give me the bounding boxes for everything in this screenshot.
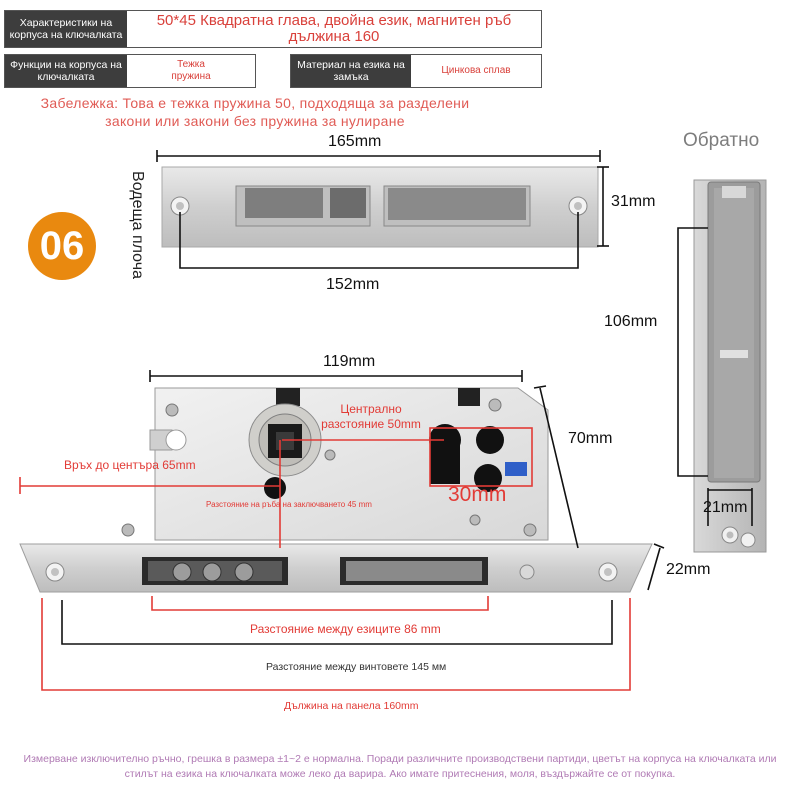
dim-plate-screw-distance: 152mm bbox=[326, 276, 380, 293]
edge-to-center-label: Връх до центъра 65mm bbox=[64, 458, 196, 472]
spec-value-functions: Тежка пружина bbox=[127, 55, 255, 87]
center-distance-label: Централно разстояние 50mm bbox=[321, 402, 421, 431]
red-annotation-lines bbox=[19, 427, 631, 691]
guide-plate bbox=[161, 166, 599, 248]
spec-label-material: Материал на езика на замъка bbox=[291, 55, 411, 87]
reverse-view bbox=[693, 179, 767, 553]
dim-plate-length: 165mm bbox=[328, 133, 382, 150]
spec-label-functions: Функции на корпуса на ключалката bbox=[5, 55, 127, 87]
face-plate bbox=[19, 543, 653, 593]
spec-value-material: Цинкова сплав bbox=[411, 55, 541, 87]
dim-offset-30: 30mm bbox=[448, 483, 507, 506]
tongue-distance-label: Разстояние между езиците 86 mm bbox=[250, 622, 441, 636]
spec-row-functions: Функции на корпуса на ключалката Тежка п… bbox=[4, 54, 256, 88]
panel-length-label: Дължина на панела 160mm bbox=[284, 700, 419, 712]
dim-plate-height: 31mm bbox=[611, 193, 656, 210]
reverse-label: Обратно bbox=[683, 130, 760, 151]
dim-body-width: 119mm bbox=[323, 353, 376, 370]
lock-edge-distance-label: Разстояние на ръба на заключването 45 mm bbox=[206, 500, 372, 509]
reverse-dimension-lines bbox=[647, 227, 753, 591]
body-dimension-lines bbox=[61, 370, 613, 645]
screw-distance-label: Разстояние между винтовете 145 мм bbox=[266, 661, 447, 673]
footer-disclaimer: Измерване изключително ръчно, грешка в р… bbox=[23, 753, 777, 780]
spec-label-characteristics: Характеристики на корпуса на ключалката bbox=[5, 11, 127, 47]
spec-row-material: Материал на езика на замъка Цинкова спла… bbox=[290, 54, 542, 88]
model-number-badge: 06 bbox=[28, 212, 96, 280]
dim-back-height: 106mm bbox=[604, 313, 658, 330]
plate-dimension-lines bbox=[156, 150, 609, 269]
dim-back-width: 21mm bbox=[703, 499, 748, 516]
dim-back-depth: 22mm bbox=[666, 561, 711, 578]
spring-note: Забележка: Това е тежка пружина 50, подх… bbox=[40, 95, 470, 129]
spec-value-characteristics: 50*45 Квадратна глава, двойна език, магн… bbox=[127, 11, 541, 47]
spec-row-characteristics: Характеристики на корпуса на ключалката … bbox=[4, 10, 542, 48]
dim-body-height: 70mm bbox=[568, 430, 613, 447]
